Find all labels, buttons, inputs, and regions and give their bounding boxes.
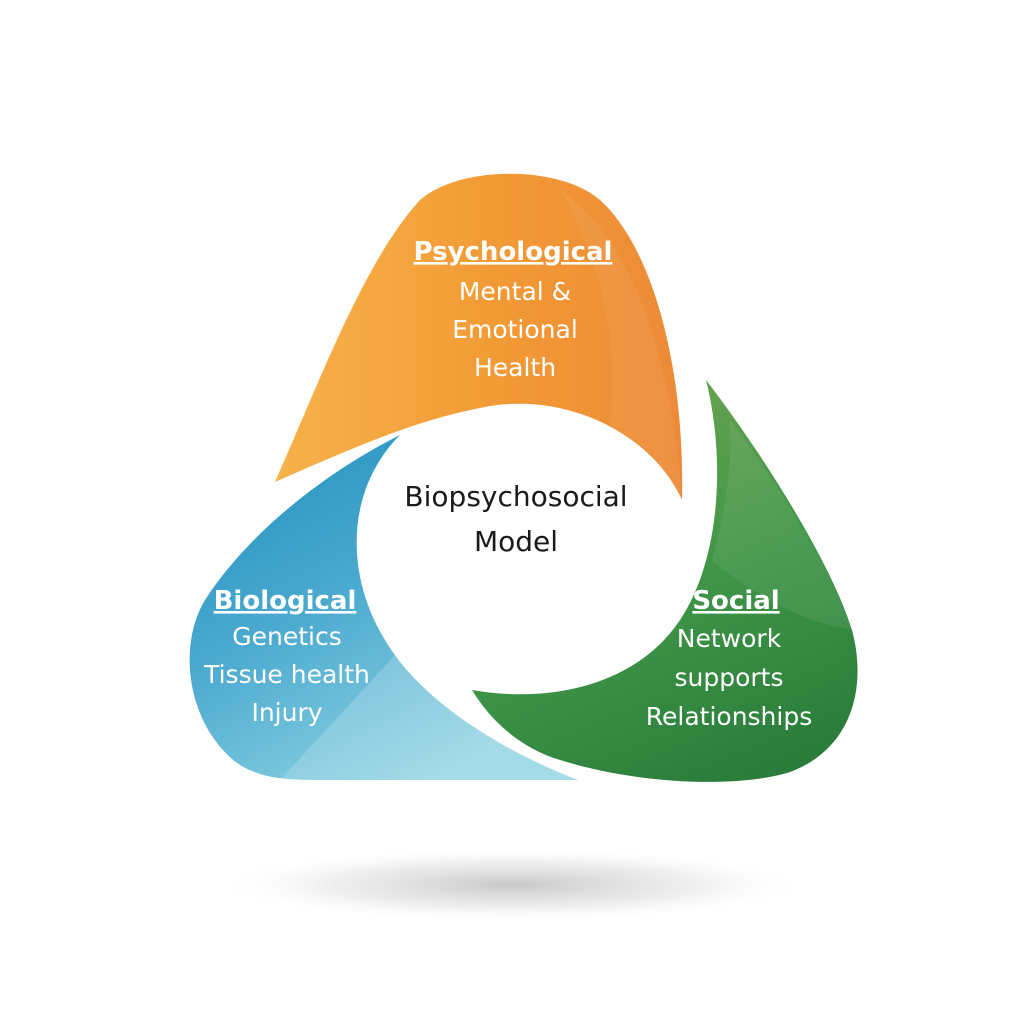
biological-facet xyxy=(280,655,578,780)
psychological-segment: Psychological Mental & Emotional Health xyxy=(275,173,683,500)
biological-line-3: Injury xyxy=(251,698,322,727)
psychological-facet xyxy=(560,190,682,500)
floor-shadow xyxy=(212,847,812,923)
center-label: Biopsychosocial Model xyxy=(404,480,627,558)
biological-heading: Biological xyxy=(214,586,357,616)
biological-line-1: Genetics xyxy=(232,622,342,651)
social-segment: Social Network supports Relationships xyxy=(472,380,858,782)
social-line-2: supports xyxy=(674,663,783,692)
center-title-line-2: Model xyxy=(474,525,558,558)
social-shape xyxy=(472,380,858,782)
psychological-line-3: Health xyxy=(474,353,556,382)
social-line-3: Relationships xyxy=(646,702,813,731)
biological-segment: Biological Genetics Tissue health Injury xyxy=(189,435,578,780)
social-facet xyxy=(712,420,852,630)
social-heading: Social xyxy=(692,586,779,616)
social-line-1: Network xyxy=(677,624,782,653)
biological-shape xyxy=(189,435,578,780)
center-title-line-1: Biopsychosocial xyxy=(404,480,627,513)
biological-line-2: Tissue health xyxy=(203,660,370,689)
psychological-heading: Psychological xyxy=(414,237,613,267)
psychological-line-2: Emotional xyxy=(452,315,578,344)
psychological-line-1: Mental & xyxy=(459,277,571,306)
psychological-shape xyxy=(275,173,683,500)
